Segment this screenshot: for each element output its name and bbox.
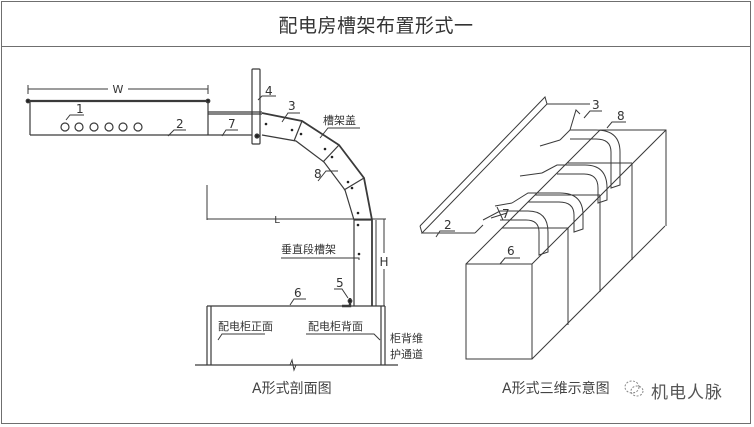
callout-7: 7 [228, 117, 236, 131]
dimension-l-label: L [274, 215, 280, 226]
label-tray-cover: 槽架盖 [323, 113, 356, 127]
callout-1: 1 [76, 102, 84, 116]
cables [60, 122, 143, 132]
callout-5: 5 [336, 276, 344, 290]
bend-tray [261, 112, 377, 306]
iso-leader-lines [435, 110, 626, 265]
page-title: 配电房槽架布置形式一 [278, 14, 474, 37]
iso-callouts: 2 3 6 7 8 [444, 98, 625, 258]
label-cabinet-front: 配电柜正面 [218, 320, 273, 333]
dimension-l: L [206, 185, 376, 226]
title-bar: 配电房槽架布置形式一 [2, 2, 750, 47]
wall-bracket [251, 68, 261, 145]
iso-callout-7: 7 [502, 207, 510, 221]
section-labels: 槽架盖 垂直段槽架 配电柜正面 配电柜背面 柜背维 护通道 [218, 113, 423, 361]
iso-main-tray [419, 96, 590, 234]
iso-view-caption: A形式三维示意图 [502, 381, 610, 397]
leader-lines [65, 95, 381, 341]
dimension-h-label: H [379, 255, 388, 269]
cabinet-section [195, 298, 398, 372]
section-view-caption: A形式剖面图 [252, 381, 332, 397]
iso-callout-8: 8 [617, 109, 625, 123]
label-rear-passage-2: 护通道 [390, 347, 423, 361]
iso-callout-2: 2 [444, 218, 452, 232]
iso-bend-trays [482, 109, 621, 256]
callout-3: 3 [288, 99, 296, 113]
callout-8: 8 [314, 167, 322, 181]
section-callouts: 1 2 3 4 5 6 7 8 [76, 84, 344, 300]
watermark: 机电人脉 [623, 378, 723, 403]
iso-callout-6: 6 [507, 244, 515, 258]
dimension-h: H [376, 218, 390, 306]
iso-callout-3: 3 [592, 98, 600, 112]
label-cabinet-back: 配电柜背面 [308, 319, 363, 333]
dimension-w: W [27, 82, 209, 96]
label-rear-passage-1: 柜背维 [390, 331, 423, 345]
label-vertical-tray: 垂直段槽架 [281, 242, 336, 256]
section-view: W [25, 68, 423, 372]
iso-cabinets [465, 129, 667, 360]
dimension-w-label: W [113, 83, 124, 96]
callout-4: 4 [265, 84, 273, 98]
watermark-text: 机电人脉 [651, 383, 723, 403]
iso-view: 2 3 6 7 8 [419, 96, 667, 360]
callout-2: 2 [176, 117, 184, 131]
horizontal-tray [25, 98, 252, 136]
wechat-icon [623, 379, 645, 403]
callout-6: 6 [294, 286, 302, 300]
